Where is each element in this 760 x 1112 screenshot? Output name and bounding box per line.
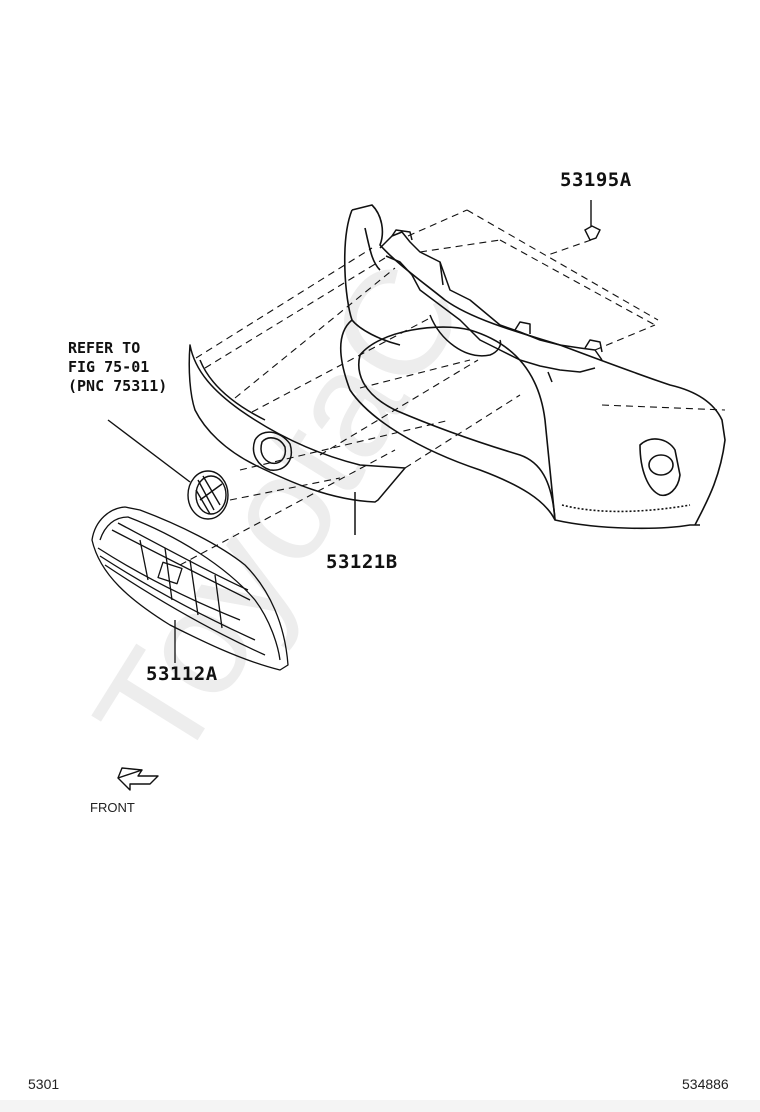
bumper-cover — [339, 204, 726, 530]
emblem-part — [107, 419, 229, 520]
illustration-number: 534886 — [682, 1076, 729, 1092]
label-front: FRONT — [90, 800, 135, 815]
upper-grille — [188, 344, 406, 535]
label-radiator-grille-53112a: 53112A — [146, 663, 218, 685]
front-arrow-icon — [117, 767, 159, 791]
label-upper-grille-53121b: 53121B — [326, 551, 398, 573]
label-clip-53195a: 53195A — [560, 169, 632, 191]
figure-number: 5301 — [28, 1076, 60, 1092]
assembly-lines — [179, 209, 726, 566]
radiator-grille — [91, 506, 289, 671]
label-emblem-ref-line2: FIG 75-01 — [68, 358, 150, 376]
upper-retainer — [379, 229, 603, 383]
label-emblem-ref-line3: (PNC 75311) — [68, 377, 168, 395]
bottom-bar — [0, 1100, 760, 1112]
label-emblem-ref-line1: REFER TO — [68, 339, 141, 357]
clip-part — [584, 200, 601, 241]
